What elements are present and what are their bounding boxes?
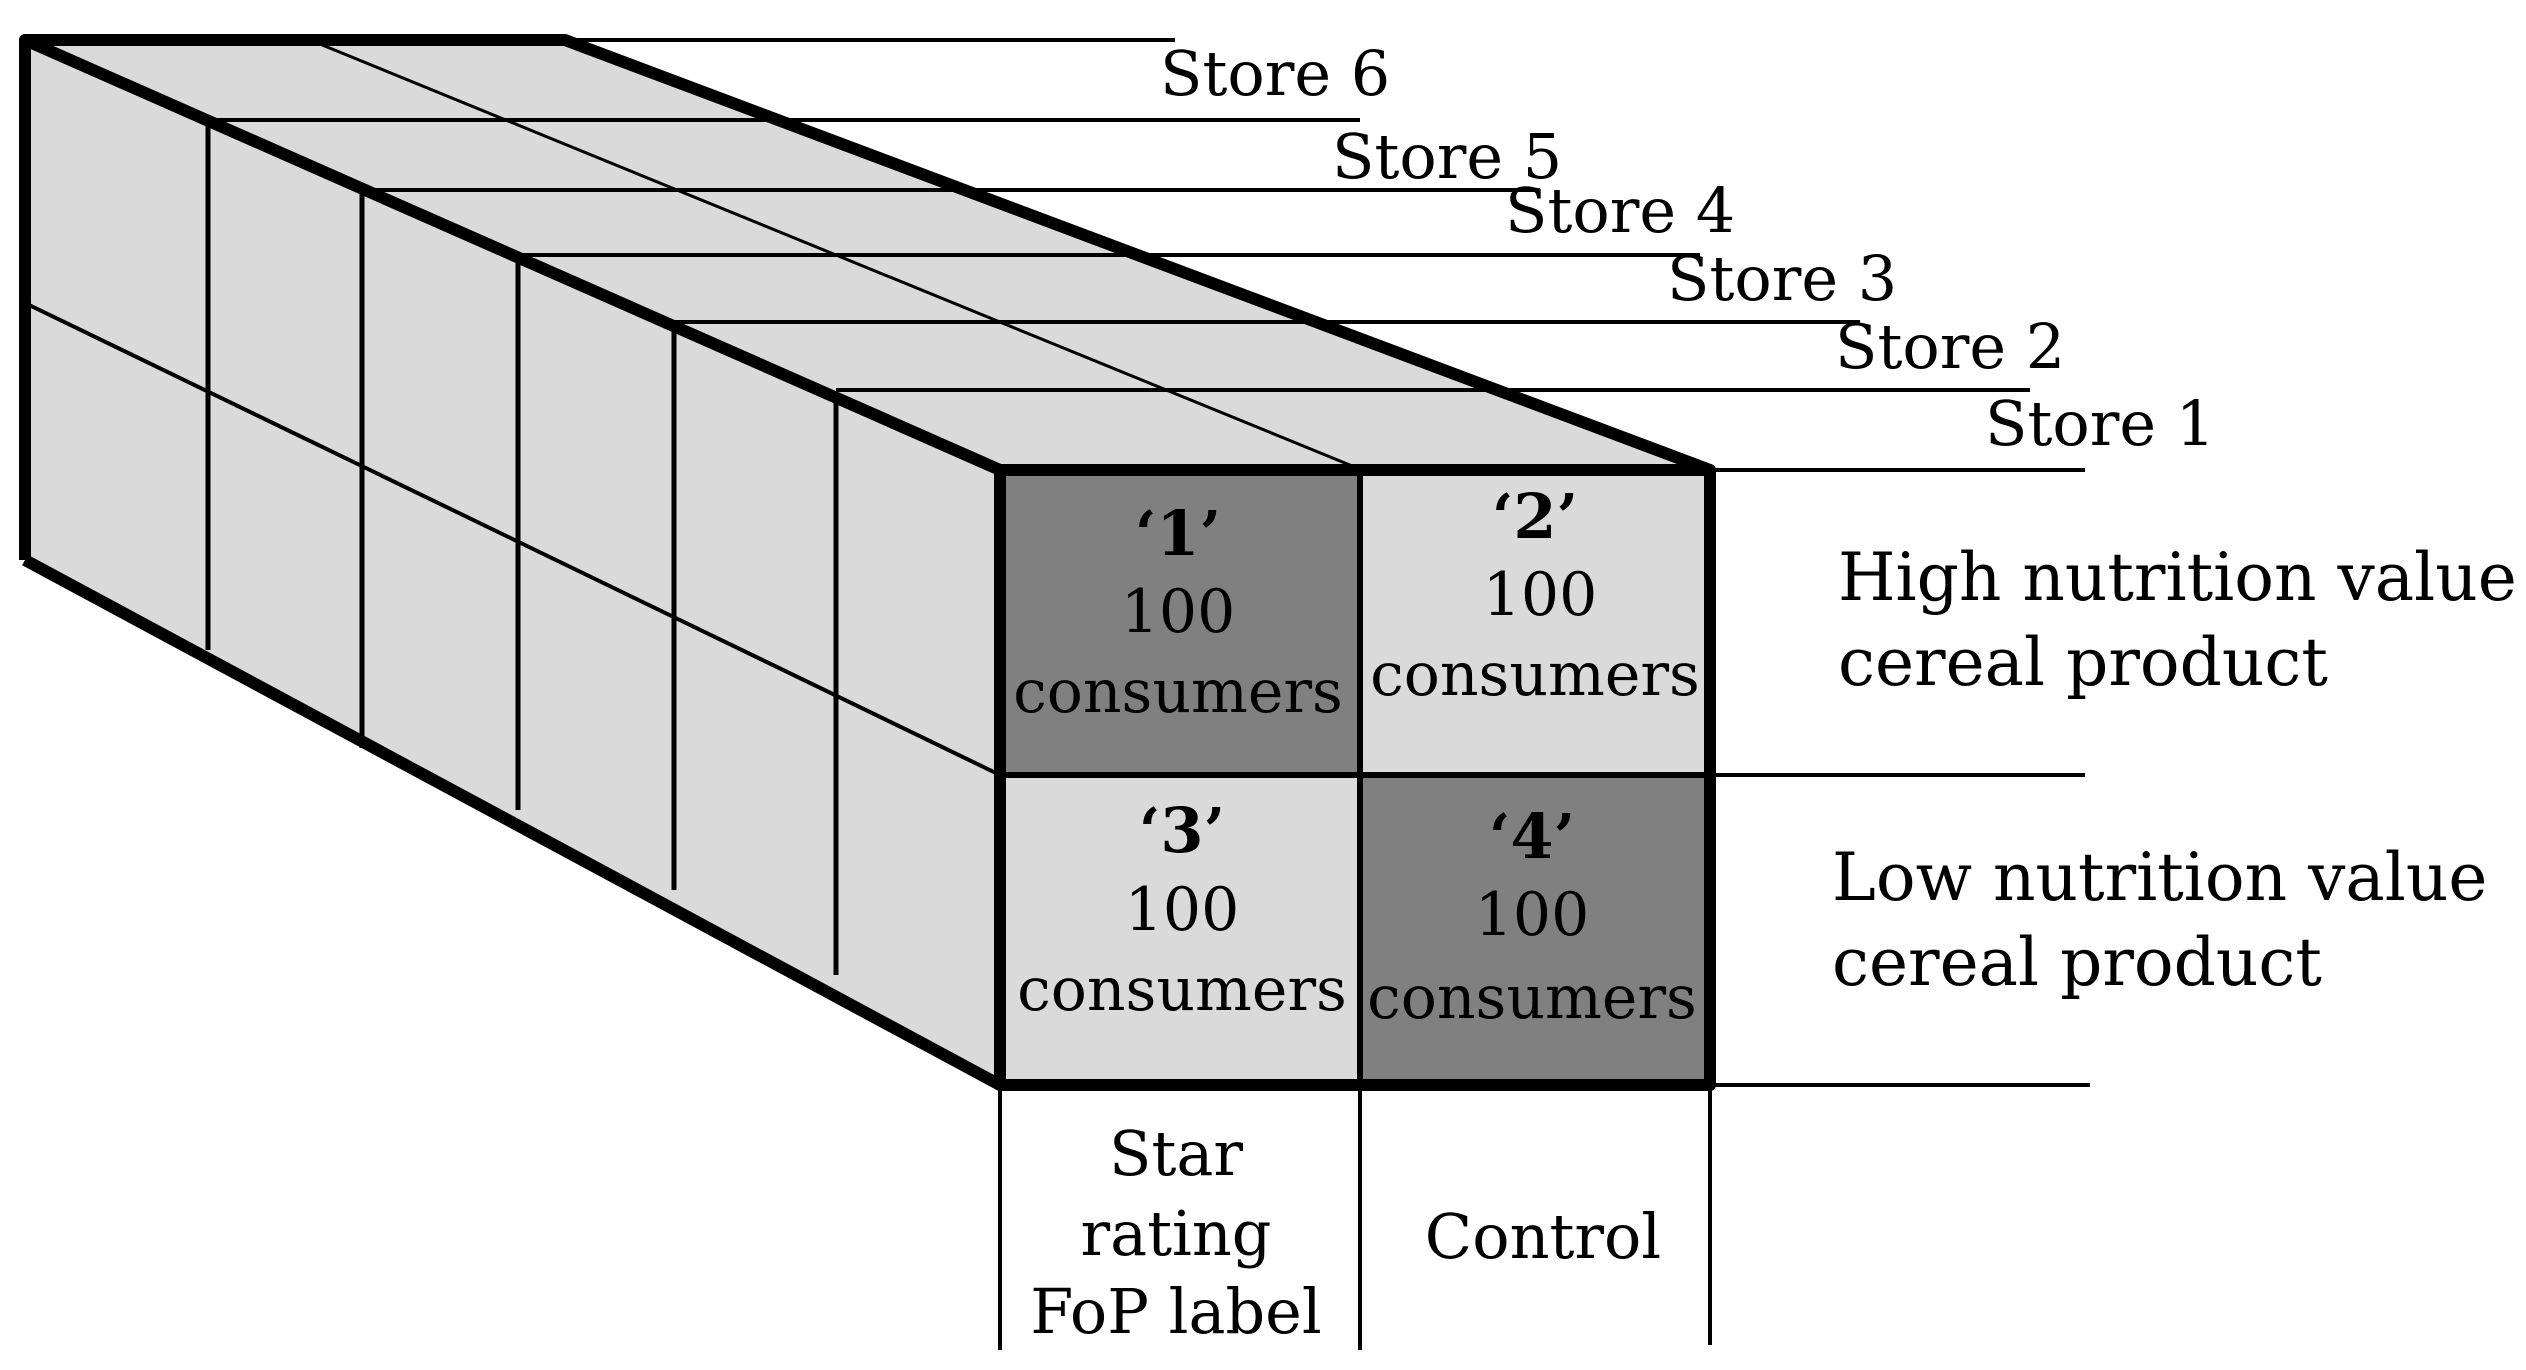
row-label-low-line1: Low nutrition value <box>1832 839 2487 916</box>
cell-4-unit: consumers <box>1367 963 1697 1033</box>
cell-1-unit: consumers <box>1013 657 1343 727</box>
cell-4-id: ‘4’ <box>1489 800 1575 873</box>
cell-3-unit: consumers <box>1017 955 1347 1025</box>
store-label-2: Store 2 <box>1835 310 2065 383</box>
cell-2-count: 100 <box>1483 560 1598 630</box>
row-label-high-line2: cereal product <box>1838 624 2328 701</box>
cell-2-background <box>1360 470 1710 775</box>
box-side-face <box>25 40 1000 1085</box>
store-label-3: Store 3 <box>1667 242 1897 315</box>
row-divider-lines <box>1710 773 2090 1087</box>
cell-1-background <box>1000 470 1360 775</box>
column-label-star-line2: rating <box>1081 1197 1272 1270</box>
row-label-low-line2: cereal product <box>1832 924 2322 1001</box>
box-outline <box>19 34 1716 1091</box>
store-label-1: Store 1 <box>1985 387 2215 460</box>
cell-4-count: 100 <box>1475 880 1590 950</box>
column-label-control: Control <box>1425 1200 1661 1273</box>
column-label-star-line3: FoP label <box>1030 1275 1321 1348</box>
front-face-grid <box>1000 470 1710 1085</box>
cell-3-background <box>1000 775 1360 1085</box>
cell-2-unit: consumers <box>1370 640 1700 710</box>
cell-3-count: 100 <box>1125 875 1240 945</box>
store-label-6: Store 6 <box>1160 37 1390 110</box>
store-leader-lines <box>565 38 2085 472</box>
cell-1-id: ‘1’ <box>1135 497 1221 570</box>
store-label-4: Store 4 <box>1505 174 1735 247</box>
column-label-star-line1: Star <box>1109 1117 1243 1190</box>
cell-4-background <box>1360 775 1710 1085</box>
top-face-store-dividers <box>208 118 1482 392</box>
cell-2-id: ‘2’ <box>1492 480 1578 553</box>
side-face-store-dividers <box>205 120 839 975</box>
column-divider-lines <box>998 1085 1712 1350</box>
cell-3-id: ‘3’ <box>1139 794 1225 867</box>
row-label-high-line1: High nutrition value <box>1838 539 2517 616</box>
store-label-5: Store 5 <box>1332 120 1562 193</box>
cell-1-count: 100 <box>1121 577 1236 647</box>
